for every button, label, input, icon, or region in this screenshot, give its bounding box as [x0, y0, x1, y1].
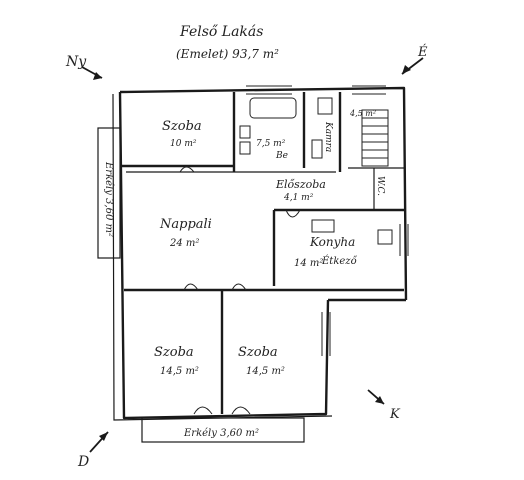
stove-icon — [311, 219, 335, 233]
room-szoba-top-area: 10 m² — [170, 139, 197, 149]
arrow-head-icon — [93, 72, 102, 80]
door-swing-icon — [231, 406, 251, 415]
balcony-bottom — [141, 417, 305, 443]
room-eloszoba-name: Előszoba — [275, 178, 326, 191]
toilet-icon — [239, 141, 251, 155]
compass-ny: Ny — [65, 54, 103, 80]
plan-subtitle: (Emelet) 93,7 m² — [176, 47, 279, 61]
door-swing-icon — [179, 166, 195, 173]
arrow-head-icon — [375, 396, 384, 404]
balcony-left — [97, 127, 121, 259]
kitchen-sink-icon — [377, 229, 393, 245]
compass-label-k: K — [389, 407, 401, 422]
plan-title: Felső Lakás — [179, 24, 263, 40]
room-szoba-right-area: 14,5 m² — [246, 366, 285, 377]
outer-wall-shadow — [112, 93, 333, 421]
room-stair-area: 4,5 m² — [349, 109, 376, 118]
compass-label-e: É — [417, 44, 428, 60]
room-szoba-right-name: Szoba — [238, 345, 278, 360]
arrow-head-icon — [99, 432, 108, 441]
kamra-fixture-icon — [317, 97, 333, 115]
room-eloszoba-area: 4,1 m² — [283, 193, 314, 203]
room-konyha-extra: Étkező — [321, 255, 358, 267]
door-swing-icon — [231, 283, 247, 291]
door-swing-icon — [285, 209, 301, 218]
room-konyha-area: 14 m² — [294, 258, 323, 269]
balcony-bottom-label: Erkély 3,60 m² — [183, 428, 259, 439]
door-swing-icon — [183, 283, 199, 291]
room-bath-area: 7,5 m² — [256, 139, 286, 149]
compass-k: K — [367, 389, 401, 422]
room-nappali-name: Nappali — [159, 217, 212, 232]
room-wc: W.C. — [375, 176, 385, 196]
outer-wall-left-bottom — [118, 91, 330, 420]
arrow-head-icon — [402, 65, 411, 74]
room-szoba-top-name: Szoba — [162, 119, 202, 134]
door-swing-icon — [193, 406, 213, 415]
room-szoba-left-name: Szoba — [154, 345, 194, 360]
room-konyha-name: Konyha — [309, 235, 355, 249]
window-icon — [321, 312, 331, 356]
balcony-left-label: Erkély 3,60 m² — [103, 161, 114, 237]
compass-label-d: D — [77, 454, 89, 470]
sink-icon — [239, 125, 251, 139]
room-szoba-left-area: 14,5 m² — [160, 366, 199, 377]
room-nappali-area: 24 m² — [169, 238, 199, 249]
window-icon — [352, 85, 386, 95]
kamra-shelf-icon — [311, 139, 323, 159]
bathtub-icon — [249, 97, 297, 119]
compass-e: É — [401, 44, 428, 75]
staircase-icon — [361, 109, 389, 167]
room-bath-code: Be — [275, 151, 288, 161]
compass-label-ny: Ny — [65, 54, 87, 70]
window-icon — [399, 224, 409, 256]
compass-d: D — [77, 431, 109, 470]
window-icon — [246, 85, 292, 95]
outer-wall-top-right — [119, 86, 408, 301]
room-kamra: Kamra — [323, 121, 333, 152]
